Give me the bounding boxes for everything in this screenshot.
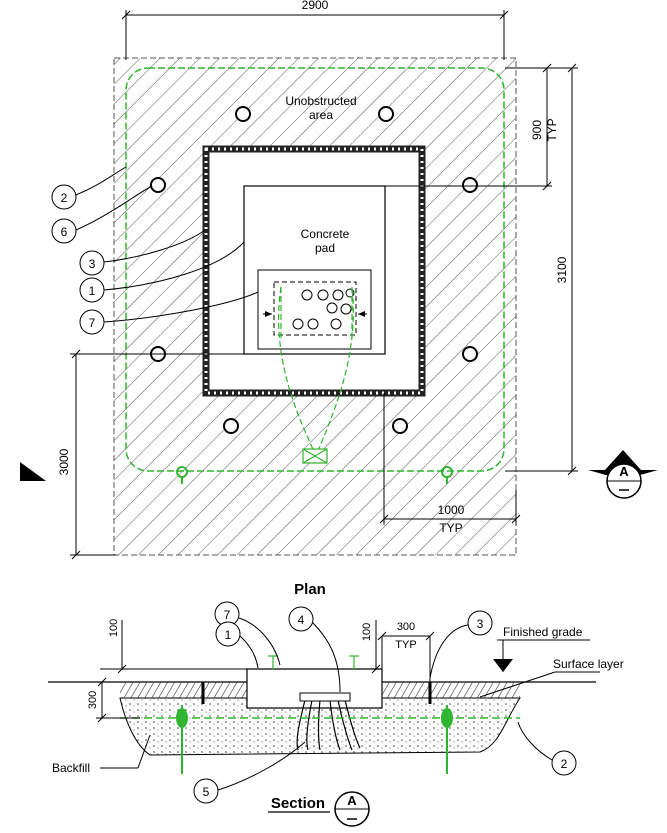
dim-900-typ: TYP — [545, 118, 559, 141]
plan-callout-2: 2 — [61, 191, 68, 205]
section-marker-plan: A — [588, 450, 658, 499]
plan-callout-7: 7 — [89, 316, 96, 330]
plan-callouts — [51, 166, 259, 335]
section-callouts — [193, 601, 577, 804]
section-marker-plan-letter: A — [619, 464, 629, 479]
section-callout-3: 3 — [477, 617, 484, 631]
dim-900: 900 — [530, 120, 544, 140]
dim-1000: 1000 — [438, 503, 465, 517]
dim-300-typ: TYP — [395, 639, 416, 651]
concrete-label-1: Concrete — [301, 227, 350, 241]
section-cut-left-icon — [20, 462, 46, 481]
section-view: Finished grade Surface layer 100 300 100… — [48, 601, 624, 827]
section-callout-2: 2 — [561, 757, 568, 771]
section-title: Section — [271, 795, 325, 812]
dim-100-mid: 100 — [361, 623, 373, 641]
unobstructed-label-2: area — [309, 108, 333, 122]
plan-callout-6: 6 — [61, 225, 68, 239]
earth-rod-section-right-icon — [441, 705, 453, 774]
backfill-label: Backfill — [52, 761, 90, 775]
dim-100-left: 100 — [108, 619, 120, 637]
dim-3100: 3100 — [555, 256, 569, 283]
plan-view: Unobstructed area Concrete pad 2900 900 … — [20, 0, 658, 598]
concrete-label-2: pad — [315, 241, 335, 255]
section-title-marker-letter: A — [347, 793, 357, 808]
dim-300-top: 300 — [397, 621, 415, 633]
cables — [296, 699, 361, 751]
earth-loop — [125, 67, 505, 472]
plan-title: Plan — [294, 581, 326, 598]
dim-300-left: 300 — [87, 691, 99, 709]
section-callout-4: 4 — [298, 613, 305, 627]
cable-ducts — [292, 288, 355, 330]
unobstructed-label-1: Unobstructed — [285, 94, 356, 108]
bollards — [150, 106, 478, 434]
section-callout-5: 5 — [203, 785, 210, 799]
plan-callout-3: 3 — [89, 257, 96, 271]
section-callout-1: 1 — [225, 628, 232, 642]
dim-3000: 3000 — [57, 448, 71, 475]
dim-width: 2900 — [302, 0, 329, 12]
plan-callout-1: 1 — [89, 284, 96, 298]
backfill-area — [119, 697, 521, 756]
earth-rod-right-icon — [441, 466, 453, 484]
section-title-marker: A — [334, 791, 370, 827]
concrete-pad-section — [246, 668, 383, 709]
finished-grade-label: Finished grade — [503, 625, 583, 639]
section-callout-7: 7 — [224, 608, 231, 622]
surface-layer-label: Surface layer — [553, 657, 624, 671]
earth-rod-left-icon — [176, 466, 188, 484]
earth-rod-section-left-icon — [176, 705, 188, 774]
dim-1000-typ: TYP — [439, 521, 462, 535]
